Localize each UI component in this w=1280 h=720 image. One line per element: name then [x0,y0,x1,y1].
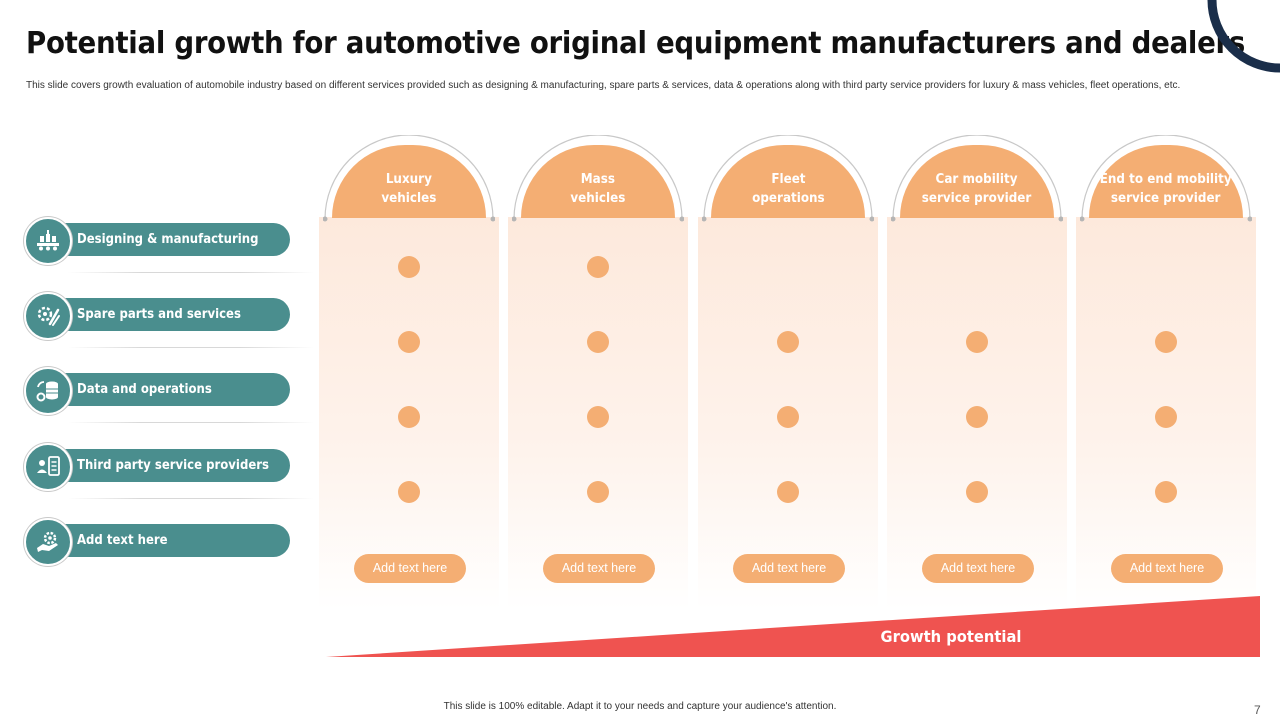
row-icon-circle [24,367,72,415]
column-arc-outline [891,135,1063,222]
database-gears-icon [36,381,58,402]
availability-dot [777,406,799,428]
availability-dot [1155,481,1177,503]
row-label: Designing & manufacturing [77,232,259,247]
column-arc-outline [323,135,495,222]
availability-dot [587,406,609,428]
page-number: 7 [1254,703,1261,717]
availability-dot [587,256,609,278]
availability-dot [398,481,420,503]
row-pill [34,449,290,482]
availability-dot [1155,331,1177,353]
row-pill [34,298,290,331]
footer-note: This slide is 100% editable. Adapt it to… [443,701,837,712]
row-divider [68,498,314,499]
row-data-operations: Data and operations [24,367,314,423]
availability-dot [1155,406,1177,428]
column-title: Fleet operations [751,171,825,206]
row-label: Data and operations [77,382,212,397]
row-pill [34,524,290,557]
row-icon-circle [24,518,72,566]
column-end-to-end-mobility: End to end mobility service provider Add… [1076,135,1256,610]
row-divider [68,347,314,348]
column-title: Mass vehicles [570,171,626,206]
growth-potential-wedge [326,596,1260,657]
growth-potential-label: Growth potential [880,627,1022,646]
row-pill [34,373,290,406]
column-arc-outline [702,135,874,222]
column-luxury-vehicles: Luxury vehicles Add text here [319,135,499,610]
availability-dot [777,481,799,503]
availability-dot [966,331,988,353]
page-title: Potential growth for automotive original… [26,26,1246,61]
row-icon-circle [24,443,72,491]
column-title: Car mobility service provider [922,171,1032,206]
row-divider [68,422,314,423]
availability-dot [966,406,988,428]
availability-dot [966,481,988,503]
corner-arc-decoration [1207,0,1280,73]
availability-dot [398,331,420,353]
row-label: Third party service providers [77,458,269,473]
hand-gear-icon [37,531,58,552]
column-fleet-operations: Fleet operations Add text here [698,135,878,610]
assembly-line-icon [37,230,59,251]
row-label: Add text here [77,533,168,548]
gear-wrench-icon [37,306,60,326]
row-icon-circle [24,217,72,265]
row-designing-manufacturing: Designing & manufacturing [24,217,314,273]
availability-dot [777,331,799,353]
add-text-button[interactable]: Add text here [354,554,466,583]
page-subtitle: This slide covers growth evaluation of a… [26,80,1181,91]
row-spare-parts: Spare parts and services [24,292,314,348]
availability-dot [398,256,420,278]
availability-dot [587,481,609,503]
row-divider [68,272,314,273]
availability-dot [398,406,420,428]
add-text-button[interactable]: Add text here [922,554,1034,583]
row-label: Spare parts and services [77,307,241,322]
add-text-button[interactable]: Add text here [733,554,845,583]
column-title: Luxury vehicles [381,171,437,206]
row-add-text: Add text here [24,518,292,566]
column-arc-outline [1080,135,1252,222]
add-text-button[interactable]: Add text here [543,554,655,583]
column-arc-outline [512,135,684,222]
column-mass-vehicles: Mass vehicles Add text here [508,135,688,610]
row-pill [34,223,290,256]
column-title: End to end mobility service provider [1100,171,1232,206]
person-checklist-icon [37,456,60,476]
column-car-mobility: Car mobility service provider Add text h… [887,135,1067,610]
availability-dot [587,331,609,353]
row-third-party: Third party service providers [24,443,314,499]
row-icon-circle [24,292,72,340]
add-text-button[interactable]: Add text here [1111,554,1223,583]
